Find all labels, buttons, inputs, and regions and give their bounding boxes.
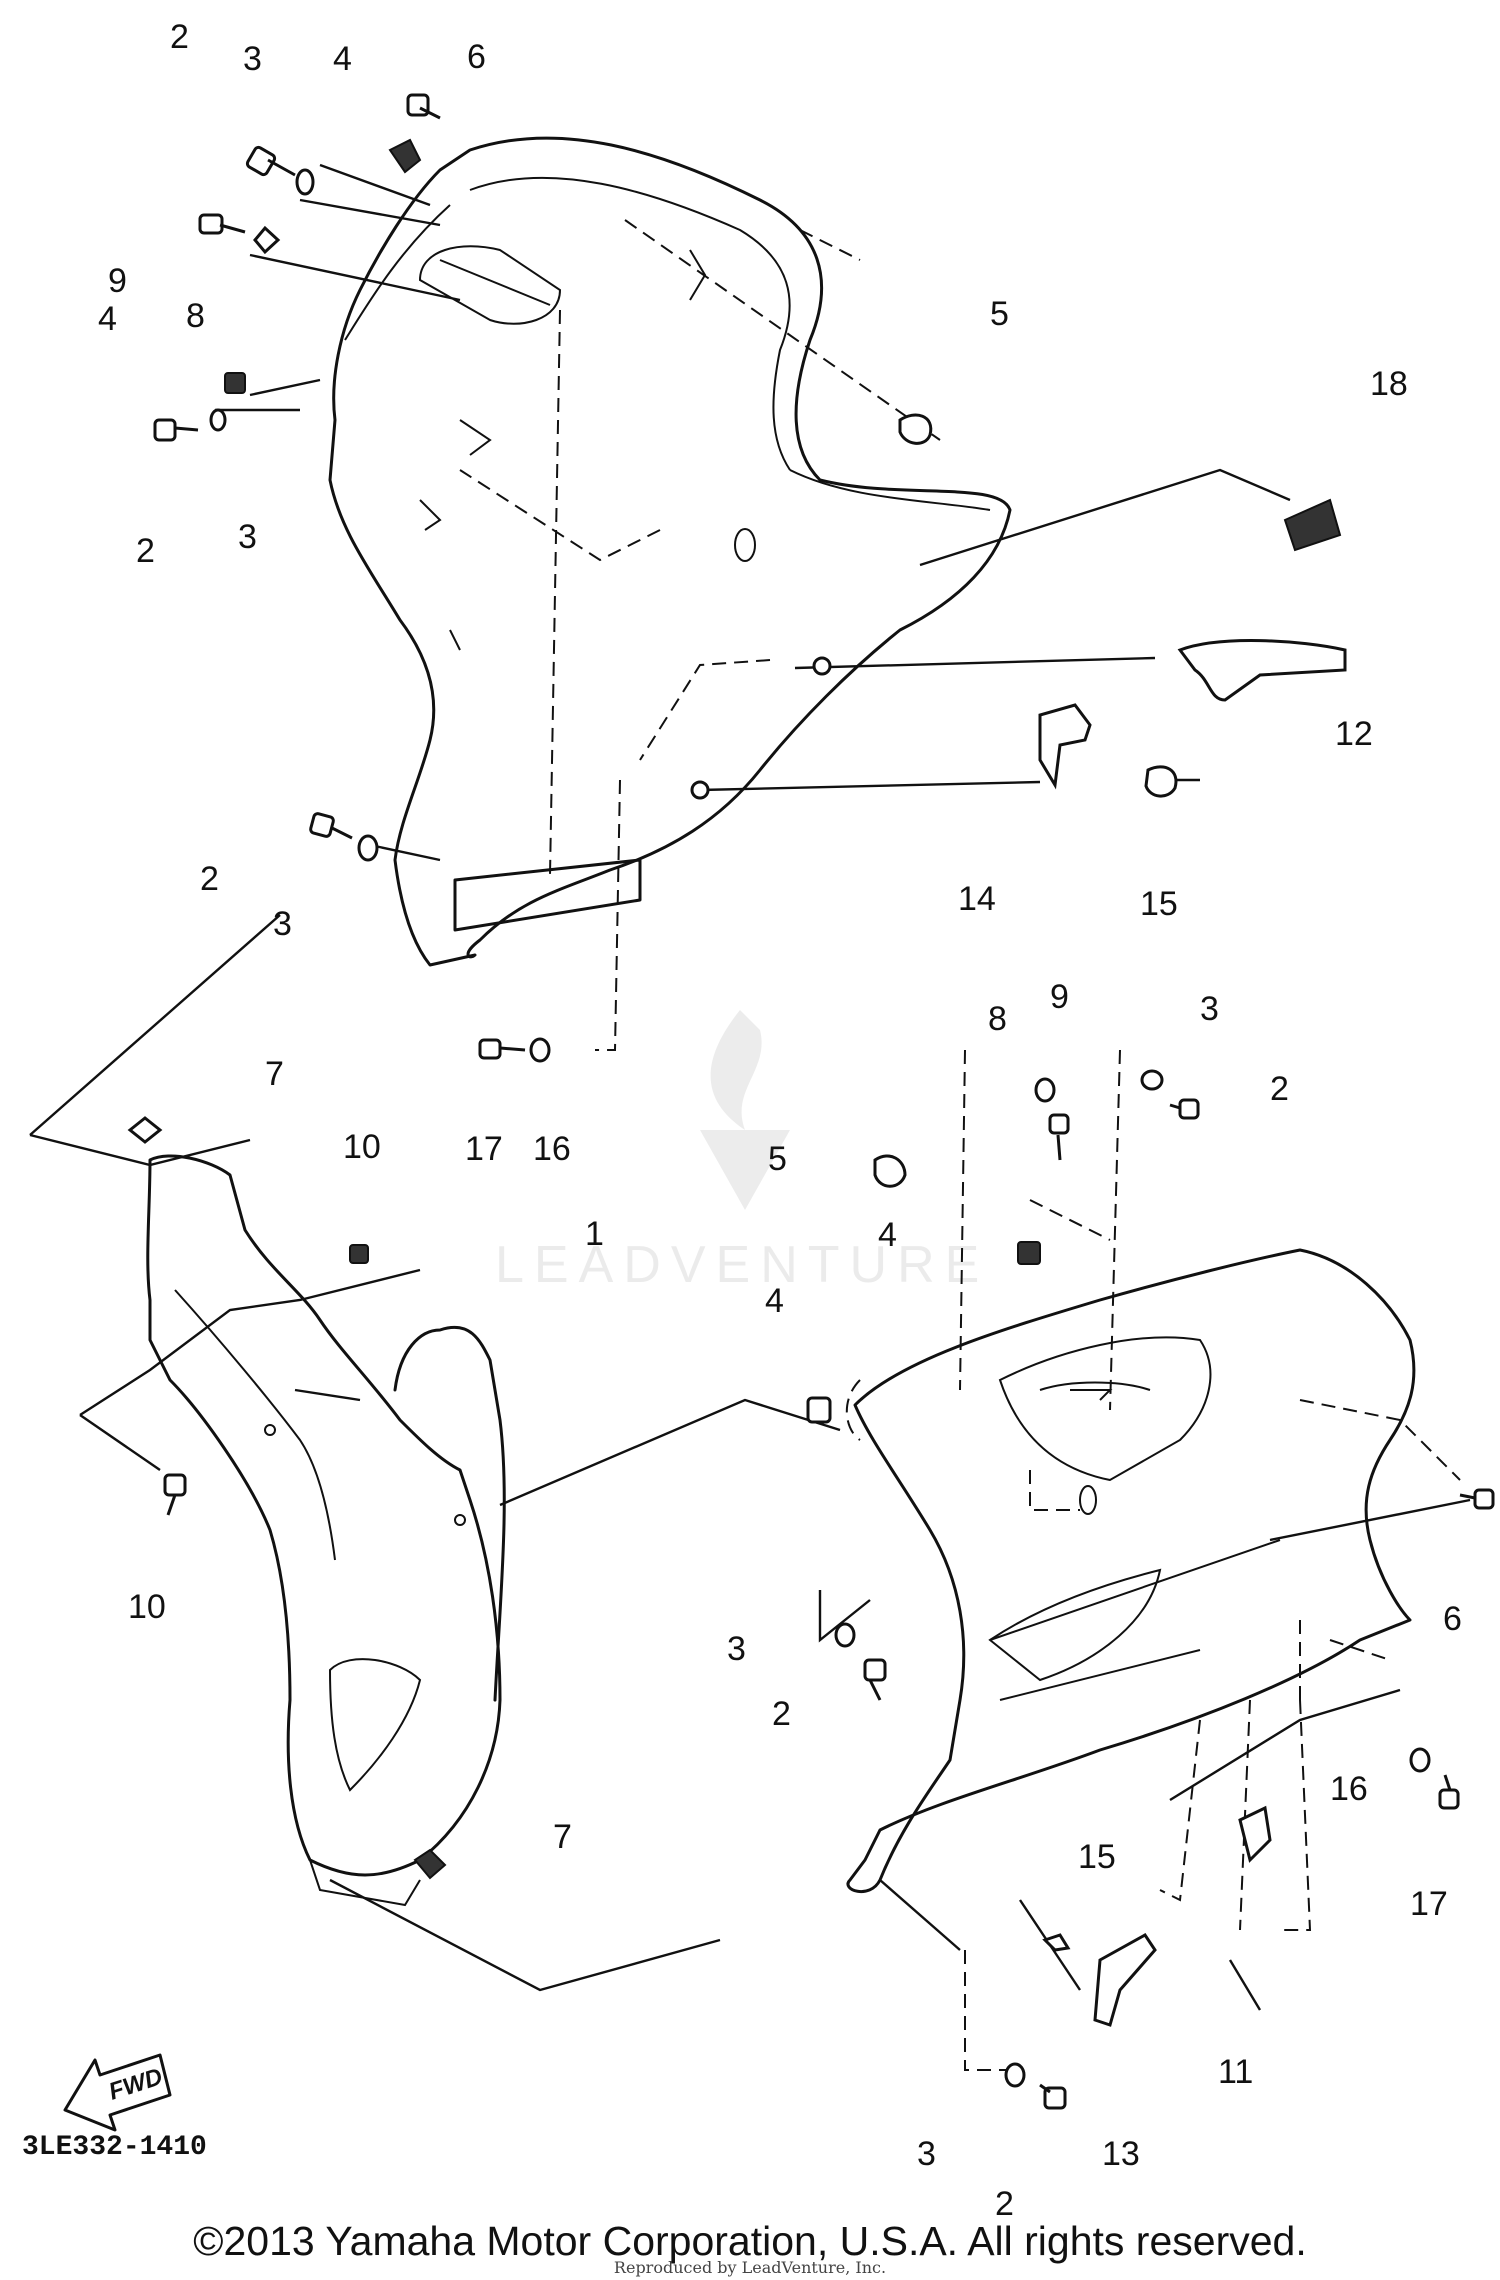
callout-4: 4	[878, 1216, 897, 1254]
callout-7: 7	[553, 1818, 572, 1856]
callout-11: 11	[1218, 2053, 1253, 2091]
callout-16: 16	[1330, 1770, 1368, 1808]
callout-4: 4	[333, 40, 352, 78]
callout-10: 10	[343, 1128, 381, 1166]
callout-9: 9	[1050, 978, 1069, 1016]
hardware-upper	[153, 93, 1347, 1063]
callout-13: 13	[1102, 2135, 1140, 2173]
callout-5: 5	[768, 1140, 787, 1178]
callout-9: 9	[108, 262, 127, 300]
callout-8: 8	[186, 297, 205, 335]
callout-4: 4	[765, 1282, 784, 1320]
callout-15: 15	[1140, 885, 1178, 923]
fwd-arrow-icon: FWD	[63, 2053, 172, 2132]
copyright-notice: ©2013 Yamaha Motor Corporation, U.S.A. A…	[193, 2218, 1307, 2264]
callout-3: 3	[917, 2135, 936, 2173]
diagram-code: 3LE332-1410	[22, 2132, 207, 2163]
reproduced-by-note: Reproduced by LeadVenture, Inc.	[613, 2258, 887, 2277]
callout-2: 2	[170, 18, 189, 56]
callout-3: 3	[727, 1630, 746, 1668]
callout-2: 2	[1270, 1070, 1289, 1108]
callout-1: 1	[585, 1215, 604, 1253]
callout-6: 6	[1443, 1600, 1462, 1638]
callout-2: 2	[995, 2185, 1014, 2223]
callout-6: 6	[467, 38, 486, 76]
callout-15: 15	[1078, 1838, 1116, 1876]
callout-3: 3	[238, 518, 257, 556]
callout-2: 2	[136, 532, 155, 570]
left-lower-panel	[146, 1154, 506, 1907]
callout-14: 14	[958, 880, 996, 918]
callout-labels: 2 3 4 6 9 8 4 2 3 5 18 12 14 15 2 3 17 1…	[98, 18, 1462, 2223]
watermark-logo: LEADVENTURE	[495, 1010, 989, 1294]
callout-8: 8	[988, 1000, 1007, 1038]
callout-7: 7	[265, 1055, 284, 1093]
callout-16: 16	[533, 1130, 571, 1168]
callout-3: 3	[1200, 990, 1219, 1028]
callout-2: 2	[200, 860, 219, 898]
callout-10: 10	[128, 1588, 166, 1626]
callout-17: 17	[1410, 1885, 1448, 1923]
callout-4: 4	[98, 300, 117, 338]
upper-cowling	[328, 136, 1012, 967]
watermark-text: LEADVENTURE	[495, 1236, 989, 1294]
callout-2: 2	[772, 1695, 791, 1733]
callout-3: 3	[243, 40, 262, 78]
callout-3: 3	[273, 905, 292, 943]
callout-5: 5	[990, 295, 1009, 333]
callout-12: 12	[1335, 715, 1373, 753]
callout-18: 18	[1370, 365, 1408, 403]
callout-17: 17	[465, 1130, 503, 1168]
hardware-lower	[127, 1069, 1495, 2110]
